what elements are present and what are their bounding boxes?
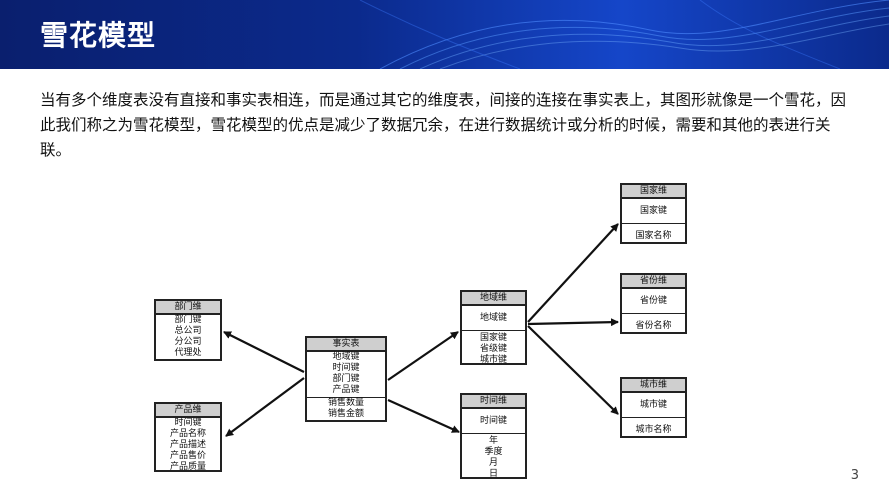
- table-field: 时间键: [174, 418, 202, 428]
- table-field: 代理处: [174, 348, 202, 358]
- field-list: 部门键 总公司 分公司 代理处: [156, 315, 220, 359]
- arrow-region-to-city: [527, 325, 619, 415]
- fact-table: 事实表 地域键 时间键 部门键 产品键 销售数量 销售金额: [305, 336, 387, 422]
- table-field: 城市名称: [635, 425, 672, 435]
- table-header: 地域维: [462, 292, 525, 306]
- table-header: 省份维: [622, 275, 685, 289]
- slide-title: 雪花模型: [40, 19, 157, 52]
- table-field: 产品键: [332, 385, 360, 395]
- table-field: 月: [488, 458, 498, 468]
- table-field: 销售金额: [327, 409, 364, 419]
- table-header: 产品维: [156, 404, 220, 418]
- table-field: 部门键: [332, 374, 360, 384]
- table-field: 时间键: [332, 363, 360, 373]
- table-field: 省级键: [479, 344, 507, 354]
- table-field: 国家键: [622, 199, 685, 224]
- arrow-fact-to-time: [387, 398, 460, 434]
- arrow-fact-to-dept: [223, 331, 305, 373]
- table-field: 省份名称: [635, 321, 672, 331]
- table-field: 产品质量: [169, 462, 206, 472]
- field-list: 时间键 产品名称 产品描述 产品售价 产品质量: [156, 418, 220, 473]
- arrow-region-to-province: [527, 318, 619, 327]
- key-list: 地域键 时间键 部门键 产品键: [307, 352, 385, 398]
- table-field: 年: [488, 436, 498, 446]
- table-field: 国家名称: [635, 231, 672, 241]
- table-field: 销售数量: [327, 398, 364, 408]
- table-header: 城市维: [622, 379, 685, 393]
- field-list: 国家键 省级键 城市键: [462, 331, 525, 366]
- description-paragraph: 当有多个维度表没有直接和事实表相连，而是通过其它的维度表，间接的连接在事实表上，…: [40, 91, 847, 159]
- table-field: 城市键: [479, 355, 507, 365]
- dept-dimension-table: 部门维 部门键 总公司 分公司 代理处: [154, 299, 222, 361]
- arrow-fact-to-region: [387, 331, 459, 381]
- product-dimension-table: 产品维 时间键 产品名称 产品描述 产品售价 产品质量: [154, 402, 222, 472]
- primary-key: 地域键: [462, 306, 525, 331]
- country-dimension-table: 国家维 国家键 国家名称: [620, 183, 687, 244]
- table-header: 部门维: [156, 301, 220, 315]
- table-field: 地域键: [332, 352, 360, 362]
- banner-wave-decoration: [359, 0, 889, 69]
- table-header: 事实表: [307, 338, 385, 352]
- city-dimension-table: 城市维 城市键 城市名称: [620, 377, 687, 438]
- table-field: 产品售价: [169, 451, 206, 461]
- arrow-fact-to-product: [225, 377, 305, 437]
- title-banner: 雪花模型: [0, 0, 889, 69]
- table-field: 城市键: [622, 393, 685, 418]
- province-dimension-table: 省份维 省份键 省份名称: [620, 273, 687, 334]
- time-dimension-table: 时间维 时间键 年 季度 月 日: [460, 393, 527, 479]
- table-field: 分公司: [174, 337, 202, 347]
- table-field: 日: [488, 469, 498, 479]
- table-field: 总公司: [174, 326, 202, 336]
- measure-list: 销售数量 销售金额: [307, 398, 385, 420]
- table-field: 产品描述: [169, 440, 206, 450]
- arrow-region-to-country: [527, 223, 619, 323]
- table-header: 时间维: [462, 395, 525, 409]
- table-field: 部门键: [174, 315, 202, 325]
- field-list: 年 季度 月 日: [462, 434, 525, 480]
- region-dimension-table: 地域维 地域键 国家键 省级键 城市键: [460, 290, 527, 365]
- primary-key: 时间键: [462, 409, 525, 434]
- table-field: 国家键: [479, 333, 507, 343]
- table-field: 省份键: [622, 289, 685, 314]
- table-field: 季度: [484, 447, 503, 457]
- page-number: 3: [850, 468, 859, 483]
- table-header: 国家维: [622, 185, 685, 199]
- table-field: 产品名称: [169, 429, 206, 439]
